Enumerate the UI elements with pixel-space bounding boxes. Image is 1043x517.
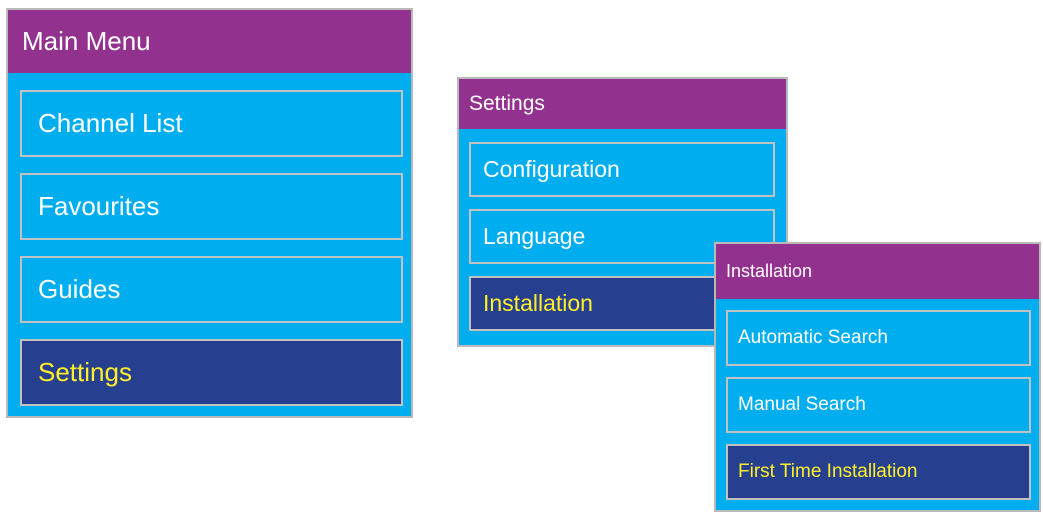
settings-menu-title: Settings [459,79,786,129]
menu-item-channel-list[interactable]: Channel List [20,90,403,157]
installation-menu-title: Installation [716,244,1039,299]
menu-item-guides[interactable]: Guides [20,256,403,323]
menu-item-settings[interactable]: Settings [20,339,403,406]
installation-menu-panel: Installation Automatic Search Manual Sea… [714,242,1041,512]
settings-menu-panel: Settings Configuration Language Installa… [457,77,788,347]
main-menu-title: Main Menu [8,10,411,73]
menu-item-automatic-search[interactable]: Automatic Search [726,310,1031,366]
menu-item-first-time-installation[interactable]: First Time Installation [726,444,1031,500]
menu-item-configuration[interactable]: Configuration [469,142,775,197]
menu-item-language[interactable]: Language [469,209,775,264]
menu-item-favourites[interactable]: Favourites [20,173,403,240]
main-menu-panel: Main Menu Channel List Favourites Guides… [6,8,413,418]
menu-item-manual-search[interactable]: Manual Search [726,377,1031,433]
